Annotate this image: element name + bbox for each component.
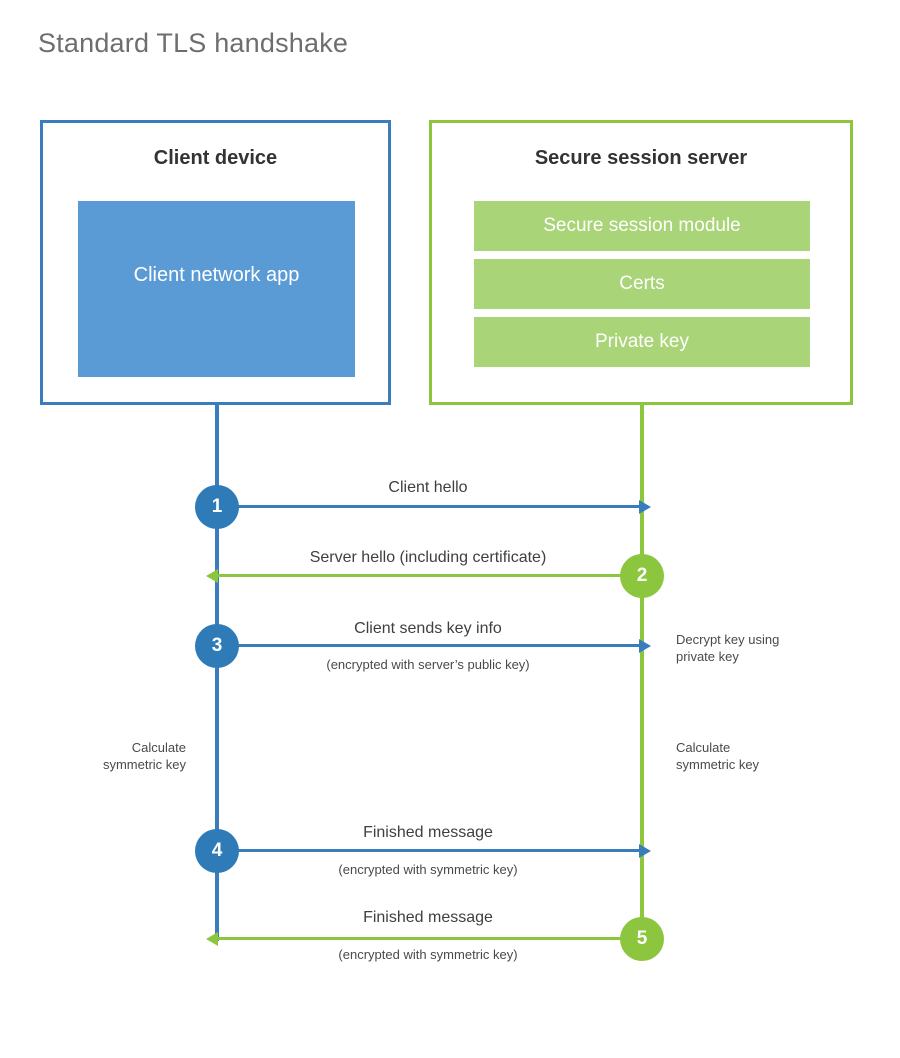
step-2-badge: 2 [620, 554, 664, 598]
step-4-badge: 4 [195, 829, 239, 873]
server-component-secure-session-module: Secure session module [474, 201, 810, 251]
arrowhead-right-icon [639, 843, 651, 858]
step-3-label: Client sends key info [354, 620, 502, 637]
client-network-app-block: Client network app [78, 201, 355, 377]
note-calculate-symmetric-key-server: Calculate symmetric key [676, 740, 760, 772]
server-lifeline [640, 403, 644, 941]
server-component-certs: Certs [474, 259, 810, 309]
arrowhead-left-icon [206, 931, 218, 946]
note-calculate-symmetric-key-client: Calculate symmetric key [102, 740, 186, 772]
step-1-label: Client hello [388, 479, 468, 496]
client-lifeline [215, 403, 219, 941]
step-3-badge: 3 [195, 624, 239, 668]
step-2-label: Server hello (including certificate) [309, 549, 547, 566]
server-component-private-key: Private key [474, 317, 810, 367]
arrowhead-right-icon [639, 638, 651, 653]
page-title: Standard TLS handshake [38, 28, 349, 58]
step-4-label: Finished message [363, 824, 493, 841]
step-3-arrow [217, 638, 651, 653]
step-5-badge: 5 [620, 917, 664, 961]
step-5-arrow [206, 931, 640, 946]
server-components-list: Secure session module Certs Private key [474, 201, 810, 367]
note-decrypt-key: Decrypt key using private key [676, 632, 780, 664]
step-3-sublabel: (encrypted with server’s public key) [326, 657, 530, 672]
step-1-arrow [217, 499, 651, 514]
secure-session-server-title: Secure session server [534, 147, 748, 169]
step-5-sublabel: (encrypted with symmetric key) [338, 947, 518, 962]
client-device-title: Client device [153, 147, 278, 169]
step-5-label: Finished message [363, 909, 493, 926]
client-network-app-label: Client network app [133, 263, 300, 286]
step-1-badge: 1 [195, 485, 239, 529]
arrowhead-left-icon [206, 568, 218, 583]
step-2-arrow [206, 568, 640, 583]
secure-session-server-box: Secure session server Secure session mod… [429, 120, 853, 405]
client-device-box: Client device Client network app [40, 120, 391, 405]
step-4-sublabel: (encrypted with symmetric key) [338, 862, 518, 877]
step-4-arrow [217, 843, 651, 858]
arrowhead-right-icon [639, 499, 651, 514]
